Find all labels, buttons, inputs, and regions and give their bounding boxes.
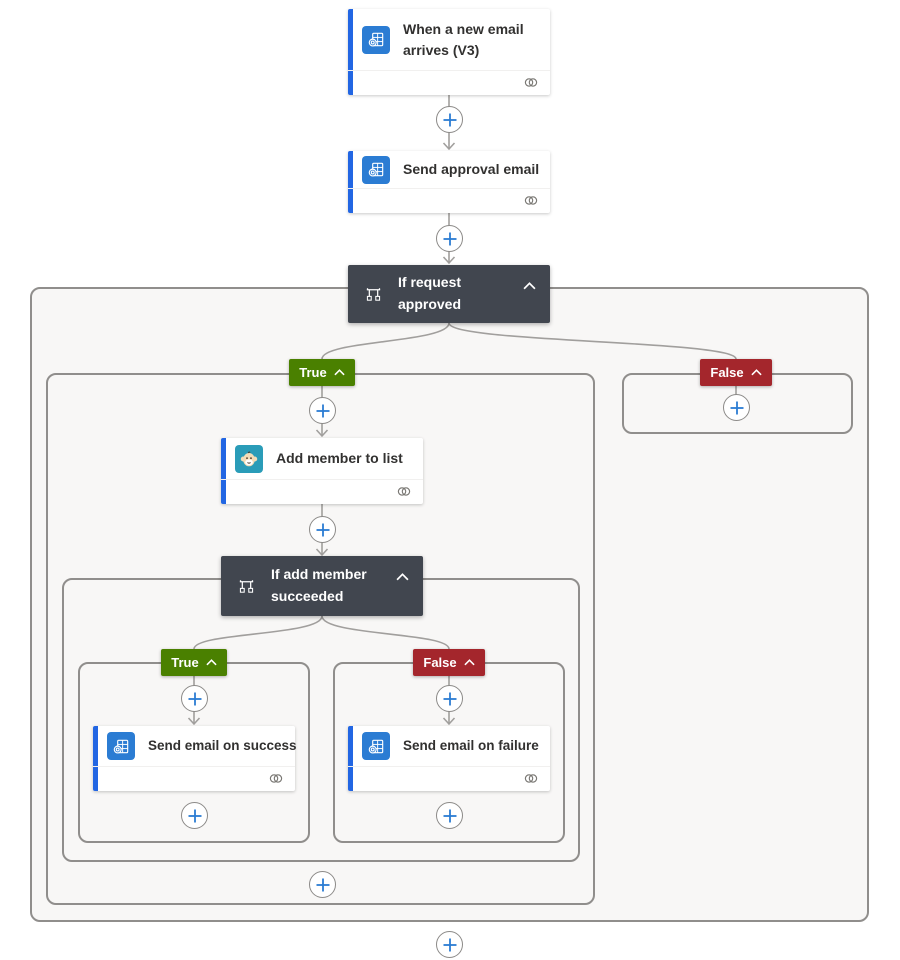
inner-false-branch-badge[interactable]: False <box>413 649 485 676</box>
false-branch-badge[interactable]: False <box>700 359 772 386</box>
connection-link-icon <box>523 773 539 784</box>
card-footer <box>348 766 550 791</box>
condition-card-if-request-approved[interactable]: If request approved <box>348 265 550 323</box>
card-title: Add member to list <box>276 450 403 467</box>
connection-link-icon <box>523 77 539 88</box>
card-accent-stripe <box>348 151 353 213</box>
branch-label: False <box>423 655 457 670</box>
chevron-up-icon <box>206 659 217 666</box>
insert-step-button[interactable] <box>723 394 750 421</box>
card-footer <box>348 188 550 213</box>
card-accent-stripe <box>348 726 353 791</box>
insert-step-button[interactable] <box>436 802 463 829</box>
insert-step-button[interactable] <box>181 802 208 829</box>
branch-label: True <box>299 365 327 380</box>
outlook-icon <box>362 155 390 184</box>
action-card-send-email-on-success[interactable]: Send email on success <box>93 726 297 791</box>
chevron-up-icon[interactable] <box>396 573 409 581</box>
card-accent-stripe <box>93 726 98 791</box>
card-header: Send email on failure <box>348 726 550 766</box>
connection-link-icon <box>523 195 539 206</box>
card-header: Add member to list <box>221 438 423 479</box>
insert-step-button[interactable] <box>436 106 463 133</box>
card-footer <box>221 479 423 504</box>
insert-step-button[interactable] <box>309 871 336 898</box>
insert-step-button[interactable] <box>436 685 463 712</box>
condition-card-if-add-member-succeeded[interactable]: If add member succeeded <box>221 556 423 616</box>
insert-step-button[interactable] <box>181 685 208 712</box>
card-title: Send email on success <box>148 738 297 754</box>
chevron-up-icon <box>463 659 475 666</box>
card-footer <box>93 766 295 791</box>
condition-title: If add member succeeded <box>271 566 367 604</box>
branch-label: True <box>171 655 199 670</box>
card-title: Send email on failure <box>403 738 539 754</box>
card-accent-stripe <box>348 9 353 95</box>
condition-title: If request approved <box>398 274 462 312</box>
outlook-icon <box>107 732 135 760</box>
connection-link-icon <box>396 486 412 497</box>
card-header: When a new email arrives (V3) <box>348 9 550 70</box>
card-title: When a new email arrives (V3) <box>403 21 524 58</box>
card-header: Send approval email <box>348 151 550 188</box>
outlook-icon <box>362 732 390 760</box>
insert-step-button[interactable] <box>309 397 336 424</box>
card-footer <box>348 70 550 95</box>
card-title: Send approval email <box>403 161 540 178</box>
chevron-up-icon <box>750 369 762 376</box>
mailchimp-icon <box>235 444 263 473</box>
card-accent-stripe <box>221 438 226 504</box>
insert-step-button[interactable] <box>436 931 463 958</box>
insert-step-button[interactable] <box>436 225 463 252</box>
connection-link-icon <box>268 773 284 784</box>
action-card-add-member-to-list[interactable]: Add member to list <box>221 438 423 504</box>
inner-true-branch-badge[interactable]: True <box>161 649 227 676</box>
branch-label: False <box>710 365 744 380</box>
true-branch-badge[interactable]: True <box>289 359 355 386</box>
trigger-card-when-new-email-arrives[interactable]: When a new email arrives (V3) <box>348 9 550 95</box>
condition-icon <box>237 577 256 596</box>
card-header: Send email on success <box>93 726 297 766</box>
outlook-icon <box>362 25 390 54</box>
insert-step-button[interactable] <box>309 516 336 543</box>
chevron-up-icon[interactable] <box>523 282 536 290</box>
chevron-up-icon <box>334 369 345 376</box>
action-card-send-approval-email[interactable]: Send approval email <box>348 151 550 213</box>
condition-icon <box>364 285 383 304</box>
action-card-send-email-on-failure[interactable]: Send email on failure <box>348 726 550 791</box>
